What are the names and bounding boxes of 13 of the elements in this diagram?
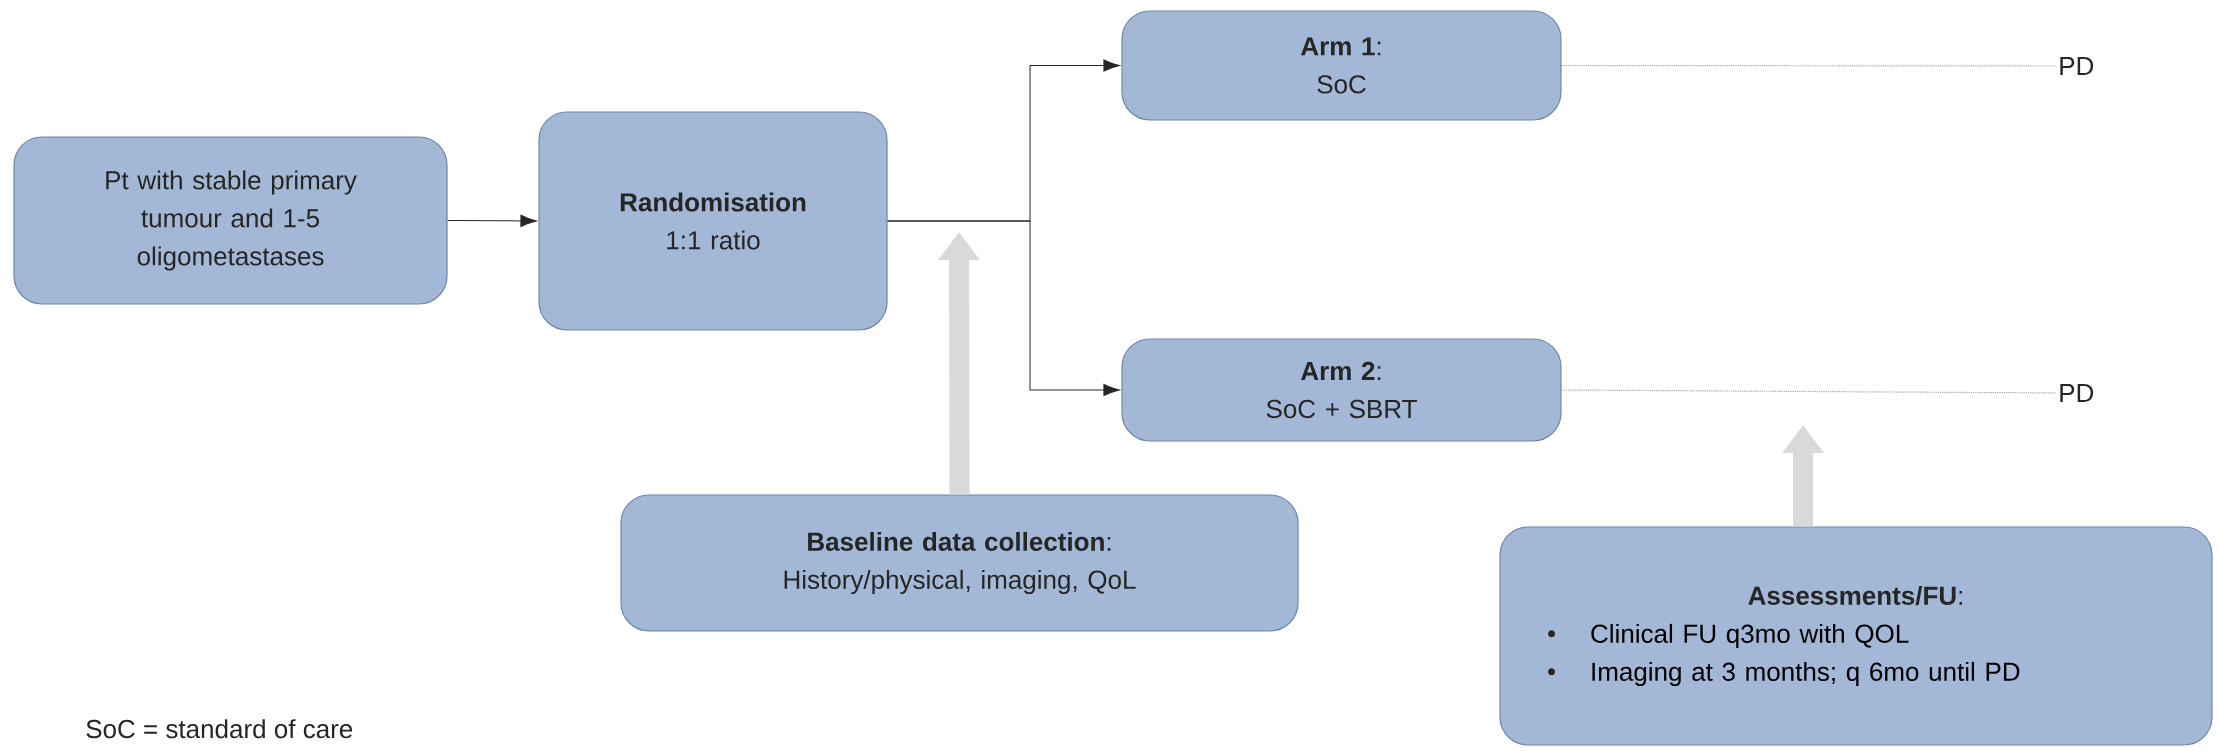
note-text: SoC = standard of care bbox=[86, 719, 353, 739]
outcome-label: PD bbox=[2060, 384, 2094, 402]
outcome-label: PD bbox=[2060, 57, 2094, 75]
dotted-line bbox=[1561, 389, 2057, 394]
info-box: Baseline data collection: History/physical, imaging, QoL bbox=[620, 494, 1299, 632]
arm-box: Arm 1: SoC bbox=[1121, 10, 1562, 121]
arrow bbox=[447, 214, 537, 228]
process-box: Randomisation 1:1 ratio bbox=[538, 111, 888, 331]
process-box: Pt with stable primary tumour and 1-5 oligometastases bbox=[13, 136, 448, 305]
arrow bbox=[887, 220, 1120, 397]
dotted-line bbox=[1561, 64, 2057, 67]
arm-box: Arm 2: SoC + SBRT bbox=[1121, 338, 1562, 442]
info-box: Assessments/FU: Clinical FU q3mo with QOL Imaging at 3 months; q 6mo until PD bbox=[1499, 526, 2213, 746]
